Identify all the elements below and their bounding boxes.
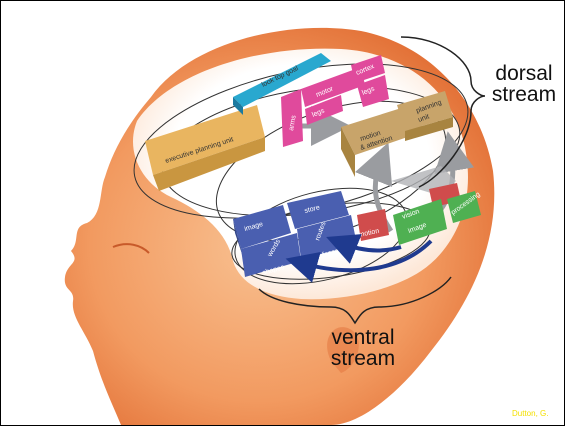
dorsal-stream-label: dorsal stream — [487, 63, 561, 105]
ventral-word: ventral — [326, 327, 400, 348]
stream-word-ventral: stream — [326, 348, 400, 369]
dorsal-word: dorsal — [487, 63, 561, 84]
stream-word-dorsal: stream — [487, 84, 561, 105]
credit-text: Dutton, G. — [512, 409, 548, 418]
ventral-stream-label: ventral stream — [326, 327, 400, 369]
